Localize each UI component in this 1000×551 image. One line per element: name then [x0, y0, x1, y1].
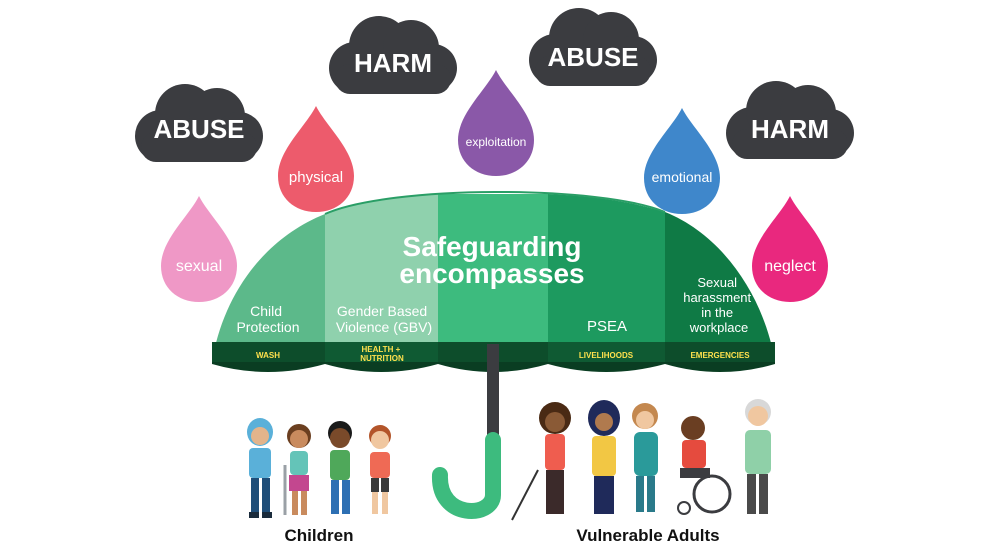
adult-figure	[745, 399, 771, 514]
drop-label: emotional	[652, 169, 713, 185]
drop-label: exploitation	[466, 135, 527, 149]
band-livelihoods: LIVELIHOODS	[579, 351, 634, 360]
adults-figures	[511, 399, 771, 521]
children-figures	[247, 418, 391, 518]
umbrella-title-line1: Safeguarding	[403, 231, 582, 262]
cloud-label: ABUSE	[547, 42, 638, 72]
drop-label: sexual	[176, 258, 222, 275]
vulnerable-adults-label: Vulnerable Adults	[576, 526, 719, 545]
cloud-label: ABUSE	[153, 114, 244, 144]
umbrella-handle	[432, 432, 501, 519]
child-figure	[283, 424, 311, 515]
umbrella-title-line2: encompasses	[399, 258, 584, 289]
adult-figure	[511, 402, 571, 521]
cloud-label: HARM	[354, 48, 432, 78]
drop-label: physical	[289, 169, 343, 186]
adult-figure	[632, 403, 658, 512]
drop-emotional	[644, 108, 720, 214]
child-figure	[369, 425, 391, 514]
band-health-nutrition: HEALTH + NUTRITION	[360, 345, 404, 363]
panel-child-protection: Child Protection	[236, 303, 299, 335]
umbrella-band	[212, 342, 775, 372]
drop-physical	[278, 106, 354, 212]
band-emergencies: EMERGENCIES	[690, 351, 750, 360]
children-label: Children	[285, 526, 354, 545]
umbrella-shaft	[487, 344, 499, 444]
cloud-label: HARM	[751, 114, 829, 144]
adult-figure	[588, 400, 620, 514]
umbrella-canopy	[212, 191, 775, 362]
child-figure	[247, 418, 273, 518]
panel-psea: PSEA	[587, 318, 627, 335]
panel-gbv: Gender Based Violence (GBV)	[336, 303, 432, 335]
adult-figure	[677, 416, 732, 515]
drop-label: neglect	[764, 258, 816, 275]
drop-exploitation	[458, 70, 534, 176]
panel-sexual-harassment: Sexual harassment in the workplace	[683, 275, 755, 335]
drop-neglect	[752, 196, 828, 302]
child-figure	[328, 421, 352, 514]
drop-sexual	[161, 196, 237, 302]
band-wash: WASH	[256, 351, 280, 360]
